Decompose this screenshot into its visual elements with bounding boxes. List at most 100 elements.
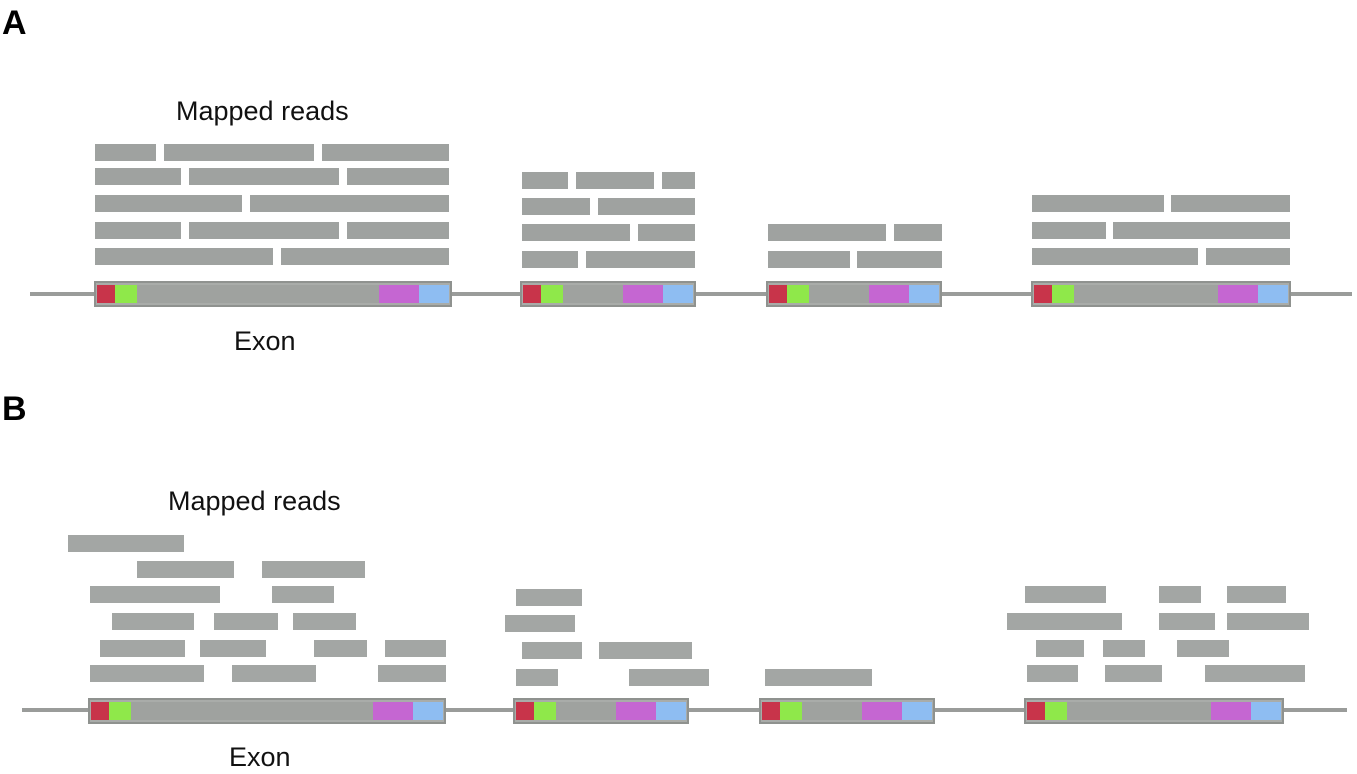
exon-segment: [1211, 702, 1251, 720]
mapped-read: [164, 144, 314, 161]
mapped-read: [262, 561, 365, 578]
exon-segment: [780, 702, 802, 720]
exon-segment: [1251, 702, 1281, 720]
mapped-read: [214, 613, 278, 630]
mapped-read: [1025, 586, 1106, 603]
exon-segment: [809, 285, 869, 303]
exon-segment: [115, 285, 137, 303]
mapped-read: [293, 613, 356, 630]
mapped-read: [95, 248, 273, 265]
mapped-read: [1227, 586, 1286, 603]
mapped-read: [100, 640, 185, 657]
exon-segment: [109, 702, 131, 720]
mapped-read: [1103, 640, 1145, 657]
mapped-read: [522, 198, 590, 215]
exon-segment: [563, 285, 623, 303]
panel-a-exon-label: Exon: [234, 326, 296, 356]
mapped-read: [1032, 195, 1164, 212]
mapped-read: [1032, 222, 1106, 239]
exon-segment: [802, 702, 862, 720]
exon-segment: [623, 285, 663, 303]
exon-segment: [1034, 285, 1052, 303]
mapped-read: [522, 642, 582, 659]
mapped-read: [189, 222, 339, 239]
exon-segment: [516, 702, 534, 720]
mapped-read: [90, 586, 220, 603]
mapped-read: [662, 172, 695, 189]
mapped-read: [322, 144, 449, 161]
mapped-read: [516, 589, 582, 606]
mapped-read: [1113, 222, 1290, 239]
exon-segment: [1074, 285, 1218, 303]
panel-a-reads-label: Mapped reads: [176, 96, 349, 126]
mapped-read: [586, 251, 695, 268]
mapped-read: [95, 144, 156, 161]
exon-segment: [1067, 702, 1211, 720]
exon-segment: [1045, 702, 1067, 720]
panel-b-letter: B: [2, 390, 27, 428]
mapped-read: [347, 168, 449, 185]
exon-segment: [541, 285, 563, 303]
mapped-read: [1032, 248, 1198, 265]
mapped-read: [1177, 640, 1229, 657]
mapped-read: [505, 615, 575, 632]
mapped-read: [522, 224, 630, 241]
exon-segment: [137, 285, 379, 303]
mapped-read: [1007, 613, 1122, 630]
mapped-read: [281, 248, 449, 265]
panel-b-reads-label: Mapped reads: [168, 486, 341, 516]
mapped-read: [95, 195, 242, 212]
mapped-read: [200, 640, 266, 657]
panel-a-letter: A: [2, 4, 27, 42]
exon-segment: [663, 285, 693, 303]
mapped-read: [1027, 665, 1078, 682]
exon-segment: [379, 285, 419, 303]
mapped-read: [768, 251, 850, 268]
mapped-read: [378, 665, 446, 682]
mapped-read: [522, 251, 578, 268]
mapped-read: [638, 224, 695, 241]
mapped-read: [112, 613, 194, 630]
mapped-read: [1159, 613, 1215, 630]
mapped-read: [189, 168, 339, 185]
exon-segment: [556, 702, 616, 720]
exon-segment: [419, 285, 449, 303]
exon-segment: [909, 285, 939, 303]
exon-segment: [902, 702, 932, 720]
mapped-read: [1036, 640, 1084, 657]
mapped-read: [598, 198, 695, 215]
mapped-read: [768, 224, 886, 241]
exon-segment: [862, 702, 902, 720]
exon-segment: [534, 702, 556, 720]
mapped-read: [1159, 586, 1201, 603]
mapped-read: [314, 640, 367, 657]
mapped-read: [1105, 665, 1162, 682]
mapped-read: [629, 669, 709, 686]
exon-segment: [131, 702, 373, 720]
mapped-read: [599, 642, 692, 659]
exon-segment: [787, 285, 809, 303]
mapped-read: [894, 224, 942, 241]
exon-segment: [373, 702, 413, 720]
mapped-read: [576, 172, 654, 189]
mapped-read: [95, 222, 181, 239]
mapped-read: [250, 195, 449, 212]
exon-segment: [769, 285, 787, 303]
exon-segment: [91, 702, 109, 720]
exon-segment: [1052, 285, 1074, 303]
mapped-read: [765, 669, 872, 686]
exon-segment: [656, 702, 686, 720]
mapped-read: [95, 168, 181, 185]
exon-segment: [869, 285, 909, 303]
exon-segment: [1218, 285, 1258, 303]
mapped-read: [347, 222, 449, 239]
mapped-read: [1171, 195, 1290, 212]
mapped-read: [385, 640, 446, 657]
mapped-read: [522, 172, 568, 189]
exon-segment: [523, 285, 541, 303]
exon-segment: [616, 702, 656, 720]
mapped-read: [516, 669, 558, 686]
mapped-read: [1206, 248, 1290, 265]
exon-segment: [762, 702, 780, 720]
